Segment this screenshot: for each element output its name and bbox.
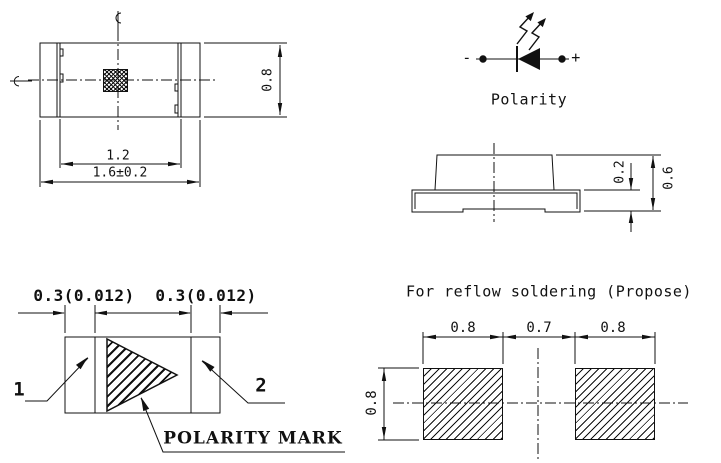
arrowhead-icon [202,360,215,372]
dim-right-electrode-label: 0.3(0.012) [155,286,257,305]
dim-height-label: 0.8 [260,68,276,92]
arrowhead-icon [41,179,53,185]
arrowhead-icon [179,310,191,316]
light-emission-arrow-icon [516,13,533,45]
centerline-symbol-left [10,76,32,87]
dim-terminal-thickness-label: 0.2 [612,160,628,184]
arrowhead-icon [628,178,634,190]
arrowhead-icon [650,156,656,168]
arrowhead-icon [381,427,387,439]
arrowhead-icon [504,334,516,340]
die-chip-hatched [103,69,128,92]
extension-lines [64,305,221,333]
pin2-leader [201,360,285,404]
dim-right-pad-width-label: 0.8 [600,320,626,336]
arrowhead-icon [628,211,634,223]
arrowhead-icon [650,198,656,210]
terminal-notch [59,48,64,57]
arrowhead-icon [277,103,283,115]
dim-pad-height-label: 0.8 [364,390,380,416]
arrowhead-icon [187,179,199,185]
arrowhead-icon [525,12,534,22]
dim-inner-width-label: 1.2 [106,148,130,164]
polarity-mark-label: POLARITY MARK [163,428,343,449]
dim-left-electrode-label: 0.3(0.012) [33,286,135,305]
arrowhead-icon [381,369,387,381]
pin1-label: 1 [13,378,25,401]
solder-pad-right [575,368,655,440]
dimension-arrowheads [41,12,656,439]
arrowhead-icon [490,334,502,340]
polarity-label: Polarity [490,90,568,109]
polarity-mark-leader [140,397,345,453]
centerline-symbol-top [115,11,122,33]
terminal-dot-anode [558,55,566,63]
side-view [411,143,661,232]
pin1-leader [25,357,89,402]
dim-overall-width-label: 1.6±0.2 [92,165,148,181]
package-outline [64,336,221,414]
base-outline [411,189,581,213]
polarity-symbol [476,13,569,72]
arrowhead-icon [141,397,150,412]
arrowhead-icon [424,334,436,340]
arrowhead-icon [642,334,654,340]
extension-lines [422,332,656,364]
pin2-label: 2 [255,374,267,397]
terminal-notch [174,104,179,114]
arrowhead-icon [61,161,73,167]
dim-pad-gap-label: 0.7 [526,320,552,336]
arrowhead-icon [53,310,65,316]
top-view [10,11,287,187]
terminal-notch [59,73,64,83]
arrowhead-icon [576,334,588,340]
diode-triangle-icon [518,48,540,70]
arrowhead-icon [537,18,546,28]
light-emission-arrow-icon [528,19,545,51]
dim-left-pad-width-label: 0.8 [450,320,476,336]
reflow-title: For reflow soldering (Propose) [406,282,692,301]
arrowhead-icon [277,45,283,57]
arrowhead-icon [562,334,574,340]
dim-1-2 [59,119,182,168]
solder-pad-left [423,368,503,440]
plus-sign: + [571,48,581,67]
minus-sign: - [462,48,472,67]
extension-lines [556,154,661,212]
arrowhead-icon [95,310,107,316]
electrode-lines [94,337,192,413]
base-inner-line [414,192,578,209]
terminal-notch [174,83,179,92]
arrowhead-icon [168,161,180,167]
arrowhead-icon [75,357,88,370]
dim-total-height-label: 0.6 [661,166,677,190]
terminal-dot-cathode [479,55,487,63]
dim-1-6 [39,120,201,187]
arrowhead-icon [220,310,232,316]
